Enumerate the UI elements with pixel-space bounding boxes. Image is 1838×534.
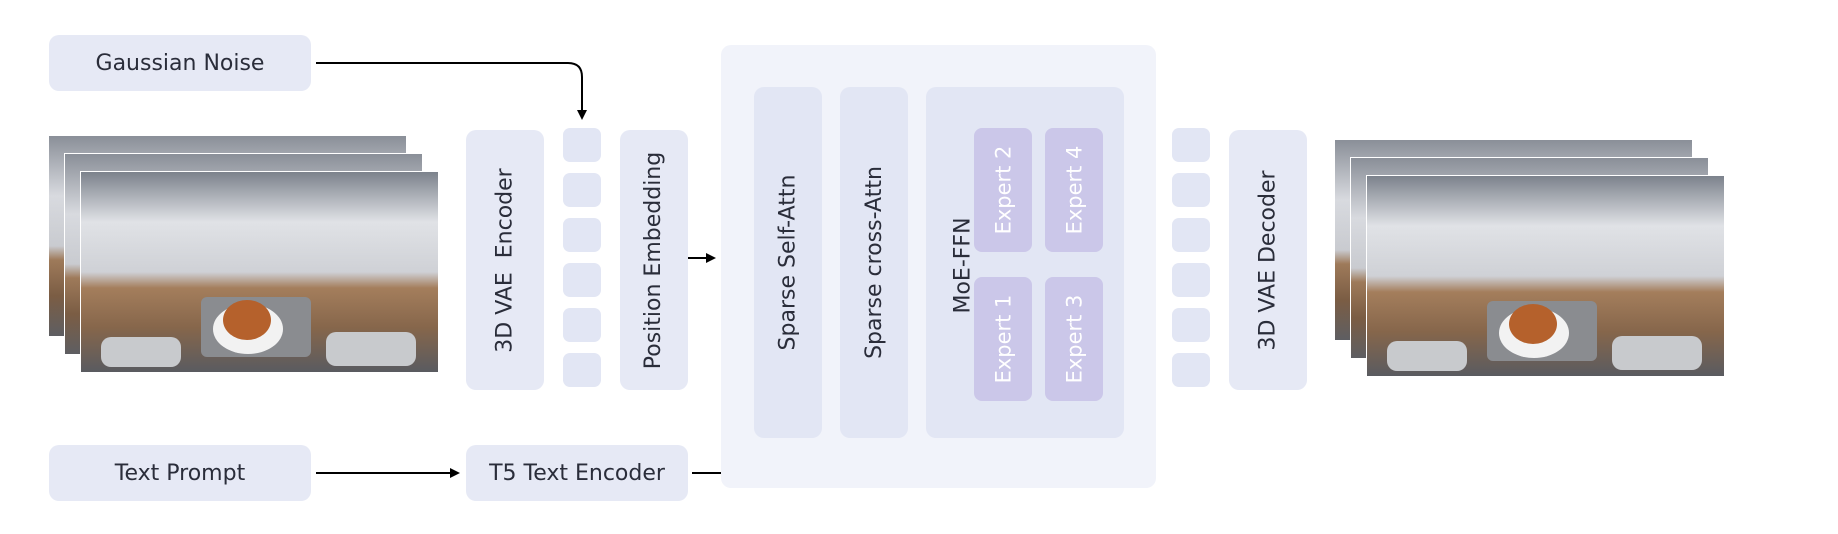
- sparse-self-attn-label: Sparse Self-Attn: [775, 174, 801, 351]
- sparse-self-attn-box: Sparse Self-Attn: [754, 87, 822, 438]
- t5-text-encoder-label: T5 Text Encoder: [489, 460, 665, 486]
- input-frame-stack: [48, 135, 440, 375]
- sparse-cross-attn-box: Sparse cross-Attn: [840, 87, 908, 438]
- food: [1509, 304, 1557, 344]
- position-embedding-label: Position Embedding: [641, 151, 667, 369]
- moe-ffn-label: MoE-FFN: [950, 216, 976, 314]
- expert-2-label: Expert 2: [991, 145, 1016, 235]
- gaussian-noise-label: Gaussian Noise: [95, 50, 265, 76]
- output-token: [1172, 263, 1210, 297]
- latent-token: [563, 308, 601, 342]
- input-frame-front: [80, 171, 439, 373]
- output-token: [1172, 173, 1210, 207]
- output-frame-front: [1366, 175, 1725, 377]
- vae-encoder-label: 3D VAE Encoder: [492, 167, 518, 353]
- vae-encoder-box: 3D VAE Encoder: [466, 130, 544, 390]
- output-token: [1172, 353, 1210, 387]
- expert-1-label: Expert 1: [991, 294, 1016, 384]
- output-token: [1172, 128, 1210, 162]
- text-prompt-box: Text Prompt: [49, 445, 311, 501]
- output-token: [1172, 218, 1210, 252]
- vae-decoder-box: 3D VAE Decoder: [1229, 130, 1307, 390]
- expert-2-box: Expert 2: [974, 128, 1032, 252]
- robot-arm-right: [326, 332, 416, 366]
- robot-arm-left: [101, 337, 181, 367]
- expert-1-box: Expert 1: [974, 277, 1032, 401]
- gaussian-noise-box: Gaussian Noise: [49, 35, 311, 91]
- robot-arm-right: [1612, 336, 1702, 370]
- latent-token: [563, 263, 601, 297]
- latent-token: [563, 173, 601, 207]
- expert-4-box: Expert 4: [1045, 128, 1103, 252]
- text-prompt-label: Text Prompt: [114, 460, 246, 486]
- vae-decoder-label: 3D VAE Decoder: [1255, 169, 1281, 351]
- noise-arrow: [316, 62, 587, 120]
- expert-3-box: Expert 3: [1045, 277, 1103, 401]
- output-token: [1172, 308, 1210, 342]
- robot-arm-left: [1387, 341, 1467, 371]
- output-frame-stack: [1334, 139, 1726, 379]
- latent-token: [563, 218, 601, 252]
- expert-3-label: Expert 3: [1062, 294, 1087, 384]
- food: [223, 300, 271, 340]
- expert-4-label: Expert 4: [1062, 145, 1087, 235]
- latent-token: [563, 128, 601, 162]
- sparse-cross-attn-label: Sparse cross-Attn: [861, 166, 887, 359]
- t5-text-encoder-box: T5 Text Encoder: [466, 445, 688, 501]
- latent-token: [563, 353, 601, 387]
- position-embedding-box: Position Embedding: [620, 130, 688, 390]
